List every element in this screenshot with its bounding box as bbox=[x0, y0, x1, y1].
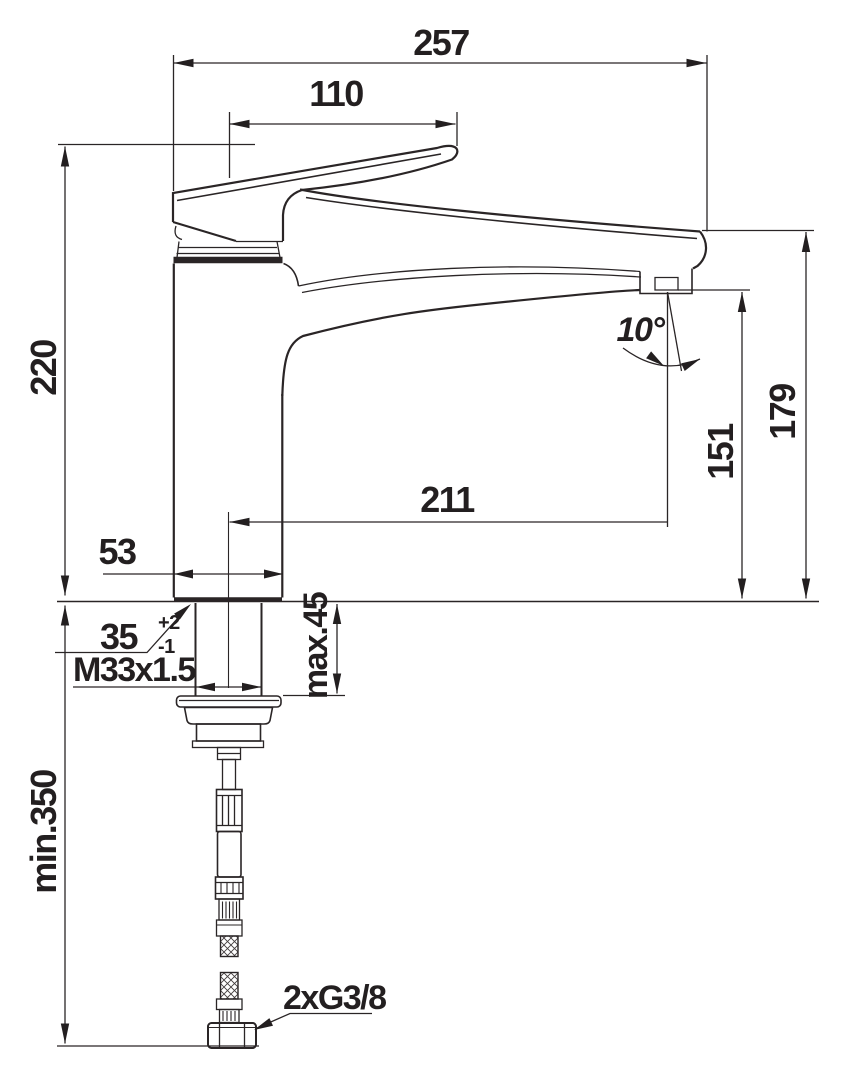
dim-10deg-label: 10° bbox=[617, 311, 666, 349]
collar-side-left bbox=[176, 241, 180, 258]
hose-coupler-ribs bbox=[220, 882, 240, 894]
dim-35-label: 35 bbox=[100, 616, 139, 657]
spout-top-inner-line bbox=[305, 196, 698, 240]
dimension-hole-35: 35 +2 -1 bbox=[55, 604, 191, 658]
arrow-right bbox=[264, 569, 283, 579]
hose-braid-lower bbox=[219, 971, 239, 1000]
spout-corner-curve bbox=[283, 262, 300, 287]
hose-cylinder bbox=[216, 830, 242, 878]
hose-braid-upper bbox=[219, 935, 239, 958]
dim-g38-label: 2xG3/8 bbox=[283, 979, 386, 1017]
dimension-spout-height-179: 179 bbox=[702, 229, 814, 599]
angle-arrow-left bbox=[646, 351, 664, 366]
angle-tilted-line bbox=[666, 291, 683, 372]
collar-flange-bar bbox=[191, 740, 265, 749]
arrow-right bbox=[242, 682, 261, 692]
aerator-outlet bbox=[654, 276, 679, 291]
dim-110-label: 110 bbox=[309, 73, 363, 114]
mounting-hardware bbox=[175, 512, 282, 791]
dim-151-label: 151 bbox=[700, 423, 741, 480]
hose-ferrule-ribs bbox=[222, 1011, 236, 1021]
connection-nut bbox=[207, 1022, 257, 1049]
dimension-aerator-height-151: 151 bbox=[678, 289, 750, 599]
reference-lines bbox=[57, 600, 819, 1047]
dim-211-label: 211 bbox=[420, 479, 475, 520]
connection-rod bbox=[221, 758, 237, 791]
supply-hose bbox=[207, 788, 257, 1049]
hose-ribbed-sleeve-lines bbox=[221, 901, 238, 919]
dim-179-label: 179 bbox=[762, 384, 803, 440]
faucet-outline bbox=[171, 144, 708, 602]
dimension-overall-width-257: 257 bbox=[172, 22, 708, 232]
dim-35-tolerance-plus: +2 bbox=[158, 612, 180, 634]
dimension-thread-m33: M33x1.5 bbox=[73, 651, 261, 692]
arrow-left bbox=[174, 569, 193, 579]
leader-arrow bbox=[254, 1018, 273, 1030]
leader-arrow bbox=[174, 604, 191, 620]
spout-crease-line-1 bbox=[298, 266, 641, 287]
dimension-connection-g38: 2xG3/8 bbox=[254, 979, 388, 1030]
leader-line bbox=[55, 608, 187, 654]
handle-left-arc bbox=[174, 225, 183, 241]
dimension-hose-min350: min.350 bbox=[23, 605, 70, 1044]
tapered-housing bbox=[183, 706, 274, 725]
spout-crease-line-2 bbox=[301, 272, 642, 294]
dim-min350-label: min.350 bbox=[23, 770, 64, 894]
hose-collar-lower bbox=[215, 998, 243, 1011]
spout-top-edge bbox=[299, 188, 701, 233]
collar-side-right bbox=[276, 241, 281, 258]
hose-cartridge-slots bbox=[221, 795, 236, 826]
dim-max45-label: max.45 bbox=[297, 592, 335, 699]
lock-collar bbox=[195, 723, 262, 742]
spout-end-face bbox=[692, 230, 708, 270]
hose-collar-upper bbox=[215, 919, 243, 937]
dimension-reach-211: 211 bbox=[229, 479, 667, 527]
dim-257-label: 257 bbox=[413, 22, 469, 63]
hose-cartridge-bands bbox=[216, 794, 242, 827]
spout-bottom-edge bbox=[281, 288, 641, 397]
dimension-body-53: 53 bbox=[98, 531, 283, 579]
hose-ferrule bbox=[218, 1008, 240, 1024]
handle-lever-inner-line bbox=[176, 153, 442, 202]
washer-flange bbox=[175, 695, 282, 708]
dim-35-tolerance-minus: -1 bbox=[158, 636, 175, 658]
handle-underside-line bbox=[172, 220, 237, 243]
dimension-height-220: 220 bbox=[23, 143, 255, 596]
dimension-deck-max45: max.45 bbox=[283, 592, 345, 699]
aerator-housing bbox=[639, 268, 693, 295]
angle-arrow-right bbox=[681, 359, 700, 371]
handle-lever-outline bbox=[171, 144, 459, 241]
dimension-spout-angle-10: 10° bbox=[617, 291, 701, 527]
dimension-handle-110: 110 bbox=[228, 73, 458, 178]
dim-220-label: 220 bbox=[23, 340, 64, 396]
dim-53-label: 53 bbox=[98, 531, 136, 572]
dim-m33-label: M33x1.5 bbox=[73, 651, 195, 689]
arrow-left bbox=[196, 682, 215, 692]
hose-coupler-bands bbox=[215, 881, 243, 895]
